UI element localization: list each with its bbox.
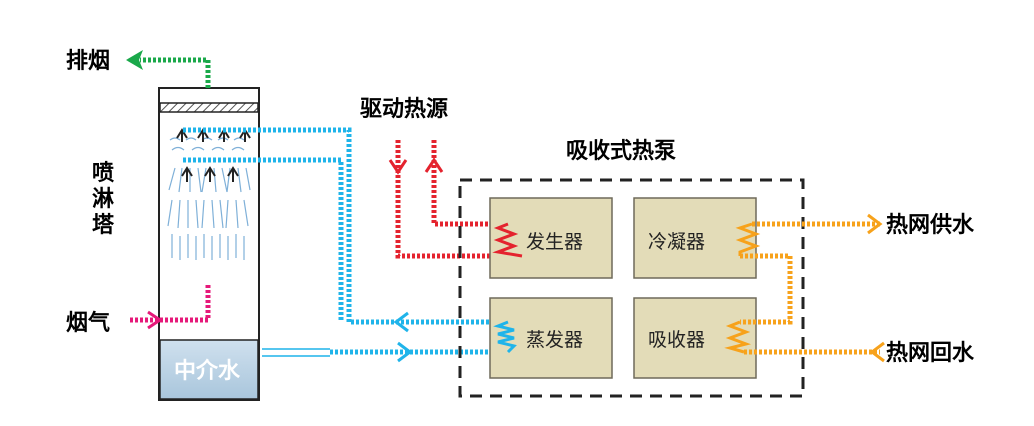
generator-coil-front [492, 222, 523, 258]
exhaust-label: 排烟 [66, 49, 110, 74]
condenser-coil [735, 222, 761, 256]
exhaust-arrow-icon [126, 50, 143, 70]
return-arrow-icon [397, 341, 413, 363]
return-pipe-line [262, 348, 330, 357]
heat-return-label: 热网回水 [886, 340, 975, 366]
spray-tower-label-2: 淋 [92, 186, 114, 212]
condenser-label: 冷凝器 [648, 231, 705, 253]
absorber-coil [724, 320, 752, 354]
generator-label: 发生器 [526, 231, 583, 253]
supply-arrow-right-icon [867, 213, 883, 235]
intermediate-water-label: 中介水 [174, 358, 241, 384]
absorber-box [633, 297, 757, 379]
drive-heat-outlet-pipe [431, 140, 508, 227]
condenser-box [633, 197, 757, 279]
flue-gas-pipe [130, 285, 211, 323]
component-generator [489, 197, 613, 279]
intermediate-water-pool [159, 339, 259, 400]
flue-gas-arrow-icon [147, 310, 163, 330]
generator-box [489, 197, 613, 279]
drive-heat-source-label: 驱动热源 [360, 96, 448, 122]
exhaust-flow [126, 50, 211, 88]
spray-supply-pipe-upper [183, 127, 508, 325]
heat-pump-boundary [458, 178, 805, 398]
spray-tower [158, 87, 260, 401]
drive-heat-inlet-pipe [395, 140, 522, 259]
demister-layer [159, 102, 259, 113]
component-condenser [633, 197, 757, 279]
heat-supply-label: 热网供水 [886, 212, 975, 238]
spray-tower-label-1: 喷 [92, 161, 114, 186]
inlet-down-arrow-icon [388, 159, 408, 175]
absorber-label: 吸收器 [648, 329, 705, 351]
outlet-up-arrow-icon [424, 157, 444, 173]
spray-tower-label-3: 塔 [92, 213, 115, 238]
exhaust-pipe [140, 57, 211, 88]
spray-droplets [167, 137, 251, 260]
flue-gas-flow [130, 285, 211, 330]
condenser-absorber-link [740, 253, 793, 325]
heating-network-flow [724, 213, 885, 363]
evaporator-coil-front [493, 320, 517, 354]
supply-arrow-icon [393, 311, 409, 333]
spray-supply-pipe-lower [183, 157, 344, 322]
heat-pump-title: 吸收式热泵 [566, 138, 676, 164]
component-absorber [633, 297, 757, 379]
flue-gas-label: 烟气 [66, 310, 110, 336]
evaporator-label: 蒸发器 [526, 329, 583, 351]
return-arrow-left-icon [869, 341, 885, 363]
